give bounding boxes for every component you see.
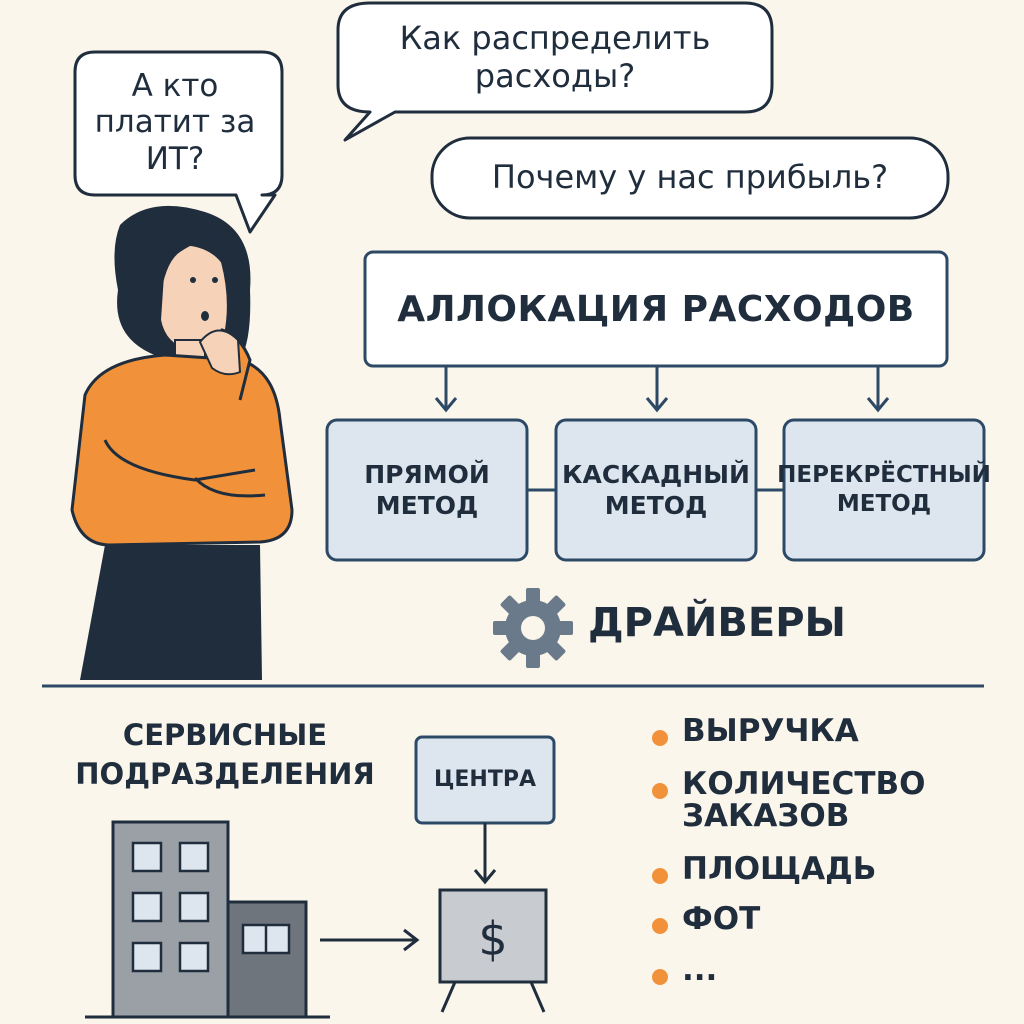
question-profit: Почему у нас прибыль? [491,158,889,197]
bullet-dot [652,968,668,985]
cost-symbol: $ [478,912,507,966]
bullet-dot [652,730,668,746]
flow-arrow [320,928,420,952]
speech-bubble-1 [73,50,284,234]
driver-item-label: ФОТ [682,901,761,938]
method-cross-label: ПЕРЕКРЁСТНЫЙ МЕТОД [777,462,991,517]
driver-item-label: ... [682,951,718,988]
question-distribute-costs: Как распределить расходы? [399,19,711,95]
woman-illustration [70,205,294,680]
building-icon [85,820,330,1019]
method-direct-label: ПРЯМОЙ МЕТОД [364,459,490,520]
driver-item-label: КОЛИЧЕСТВО ЗАКАЗОВ [682,765,926,835]
drivers-title: ДРАЙВЕРЫ [588,600,846,646]
center-arrow [473,823,497,885]
allocation-title: АЛЛОКАЦИЯ РАСХОДОВ [397,288,915,330]
driver-item-label: ПЛОЩАДЬ [682,850,877,887]
allocation-arrows [434,366,890,413]
speech-bubble-3 [430,136,950,220]
bullet-dot [652,782,668,799]
bullet-dot [652,867,668,884]
driver-item: ВЫРУЧКА [650,715,922,748]
service-units-label: СЕРВИСНЫЕ ПОДРАЗДЕЛЕНИЯ [75,718,375,792]
question-it-payer: А кто платит за ИТ? [94,67,256,177]
cost-board-icon: $ [438,888,548,1013]
gear-icon [493,588,573,668]
driver-item: ... [650,951,922,988]
driver-item: КОЛИЧЕСТВО ЗАКАЗОВ [650,765,926,835]
driver-list: ВЫРУЧКА КОЛИЧЕСТВО ЗАКАЗОВ ПЛОЩАДЬ ФОТ .… [650,715,926,988]
driver-item: ПЛОЩАДЬ [650,850,922,887]
driver-item-label: ВЫРУЧКА [682,713,859,749]
center-label: ЦЕНТРА [433,767,536,793]
driver-item: ФОТ [650,903,922,936]
bullet-dot [652,918,668,935]
speech-bubble-2 [336,1,774,142]
method-cascade-label: КАСКАДНЫЙ МЕТОД [562,459,750,520]
